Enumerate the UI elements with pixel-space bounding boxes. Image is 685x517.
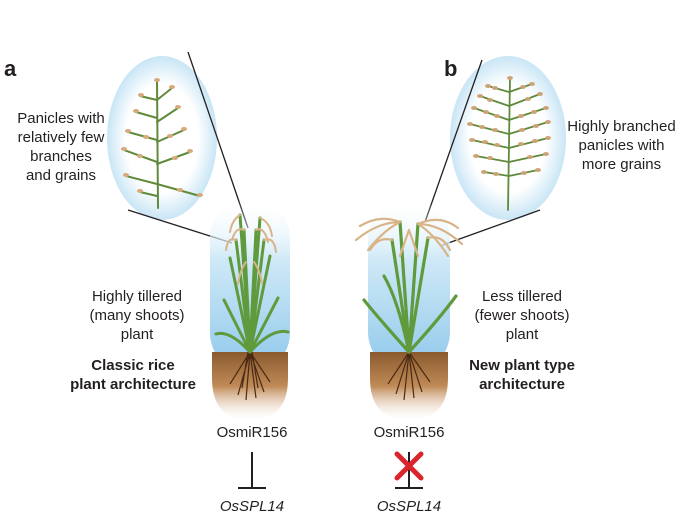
target-gene-label-b: OsSPL14: [376, 498, 442, 515]
panel-letter-b: b: [444, 56, 458, 81]
zoom-line-b-top: [424, 59, 483, 223]
roots-b: [387, 351, 431, 401]
tillers-b: [362, 220, 458, 354]
zoom-line-a-top: [187, 51, 249, 229]
tiller-label-b: Less tillered (fewer shoots) plant: [474, 288, 570, 343]
block-x-icon: [394, 451, 424, 481]
regulator-label-a: OsmiR156: [216, 424, 288, 441]
sky-column-a: [210, 198, 290, 373]
panicles-b: [354, 217, 464, 258]
panicles-a: [225, 214, 277, 285]
panicle-label-b: Highly branched panicles with more grain…: [567, 118, 676, 173]
target-gene-label-a: OsSPL14: [219, 498, 285, 515]
dense-grains: [467, 76, 551, 176]
tiller-label-a: Highly tillered (many shoots) plant: [89, 288, 185, 343]
sparse-grains: [121, 78, 203, 197]
soil-b: [370, 352, 448, 420]
panel-letter-a: a: [4, 56, 17, 81]
regulator-label-b: OsmiR156: [373, 424, 445, 441]
panicle-label-a: Panicles with relatively few branches an…: [17, 110, 105, 184]
tillers-a: [214, 213, 290, 354]
roots-a: [229, 351, 271, 401]
architecture-label-a: Classic rice plant architecture: [70, 357, 196, 393]
architecture-label-b: New plant type architecture: [469, 357, 575, 393]
soil-a: [212, 352, 288, 420]
